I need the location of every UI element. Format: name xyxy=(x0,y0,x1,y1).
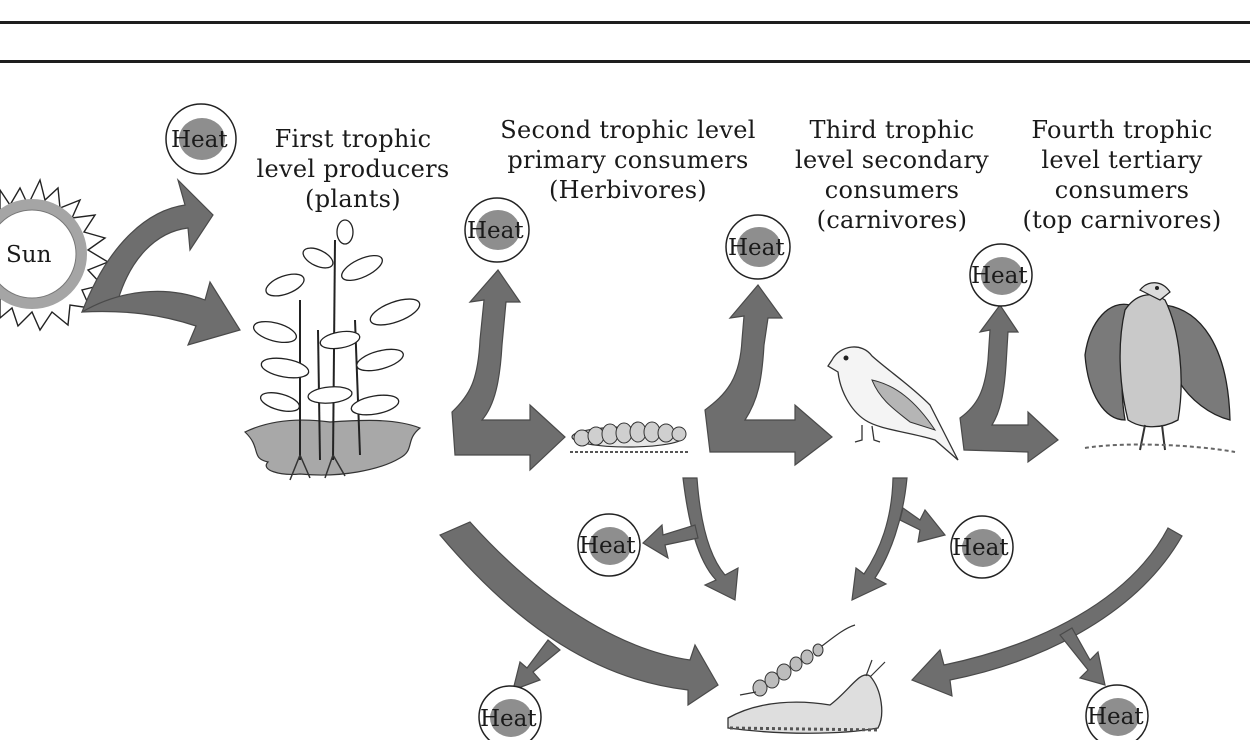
arrow-carnivore-branch-heat xyxy=(899,507,947,543)
arrow-sun-to-plants xyxy=(81,280,241,346)
energy-flow-arrows xyxy=(80,177,1183,707)
heat-icon-herbivore-decomp: Heat xyxy=(577,513,641,577)
caterpillar-icon xyxy=(570,421,688,453)
arrow-herbivore-to-carnivore xyxy=(704,284,833,467)
arrow-sun-to-heat xyxy=(80,177,214,313)
second-level-label: Second trophic level primary consumers (… xyxy=(500,116,756,204)
arrow-herbivore-to-decomposers xyxy=(682,477,739,601)
plants-icon xyxy=(243,219,422,481)
heat-label: Heat xyxy=(579,533,636,559)
arrow-carnivore-to-top xyxy=(959,303,1059,464)
vulture-icon xyxy=(1084,282,1236,453)
second-rule xyxy=(0,60,1250,63)
heat-label: Heat xyxy=(171,127,228,153)
sun-icon: Sun xyxy=(0,177,110,332)
arrow-plants-to-herbivore xyxy=(451,269,566,472)
third-level-label: Third trophic level secondary consumers … xyxy=(794,116,989,234)
heat-label: Heat xyxy=(1087,704,1144,730)
arrow-top-to-decomposers xyxy=(910,527,1183,697)
heat-label: Heat xyxy=(728,235,785,261)
heat-icon-herbivores: Heat xyxy=(725,214,791,280)
sun-label: Sun xyxy=(6,242,52,268)
heat-label: Heat xyxy=(480,706,537,732)
heat-icon-sun: Heat xyxy=(165,103,237,175)
top-rule xyxy=(0,21,1250,24)
arrow-herbivore-branch-heat xyxy=(642,523,699,560)
first-level-label: First trophic level producers (plants) xyxy=(256,125,450,213)
heat-icon-top-decomp: Heat xyxy=(1085,684,1149,740)
heat-icon-carnivores: Heat xyxy=(969,243,1033,307)
heat-label: Heat xyxy=(971,263,1028,289)
sparrow-icon xyxy=(827,346,959,461)
heat-label: Heat xyxy=(952,535,1009,561)
fourth-level-label: Fourth trophic level tertiary consumers … xyxy=(1022,116,1222,234)
heat-icon-carnivore-decomp: Heat xyxy=(950,515,1014,579)
arrow-plants-to-decomposers xyxy=(439,521,719,707)
heat-icon-producers: Heat xyxy=(464,197,530,263)
heat-label: Heat xyxy=(467,218,524,244)
arrow-top-branch-heat xyxy=(1059,627,1106,686)
arrow-carnivore-to-decomposers xyxy=(851,477,908,602)
heat-icon-plants-decomp: Heat xyxy=(478,685,542,740)
arrow-plants-branch-heat xyxy=(512,639,561,691)
heat-circles: Heat Heat Heat Heat Heat Heat xyxy=(165,103,1149,740)
decomposers-icon xyxy=(727,624,886,734)
